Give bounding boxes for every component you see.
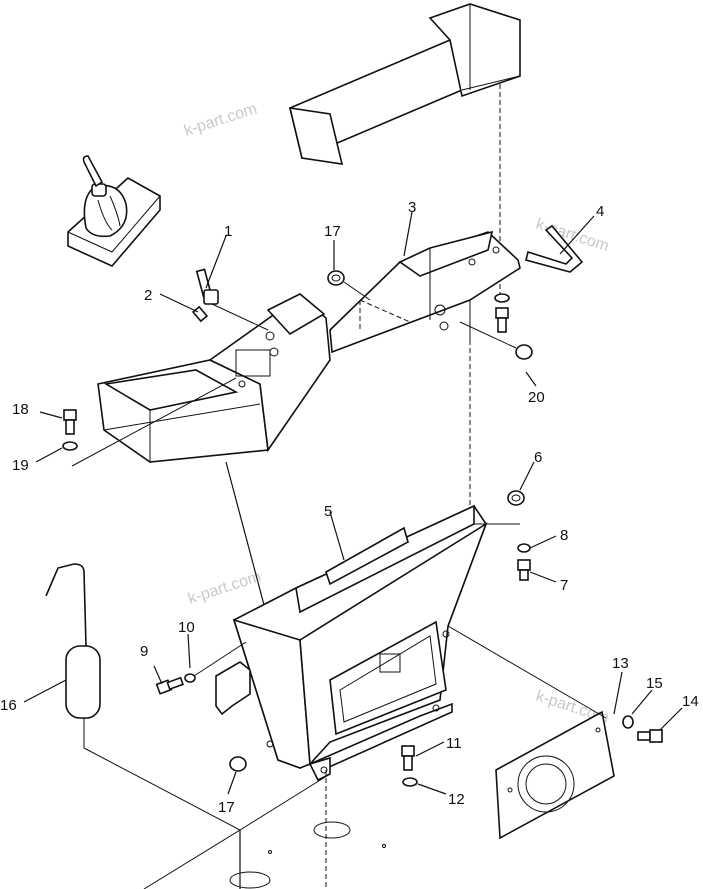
grommet-top: [327, 270, 345, 286]
callout-18: 18: [12, 401, 29, 418]
grommet-6: [507, 490, 525, 506]
callout-17-bottom: 17: [218, 799, 235, 816]
callout-1: 1: [224, 223, 232, 240]
lever-and-pin: [191, 268, 269, 331]
callout-10: 10: [178, 619, 195, 636]
grommet-bottom: [229, 756, 247, 772]
callout-labels: 1 2 3 4 5 6 7 8 9 10 11 12 13 14 15 16 1…: [0, 199, 699, 816]
callout-20: 20: [528, 389, 545, 406]
callout-5: 5: [324, 503, 332, 520]
callout-6: 6: [534, 449, 542, 466]
callout-17-top: 17: [324, 223, 341, 240]
armrest-cushion: [288, 3, 521, 165]
callout-9: 9: [140, 643, 148, 660]
callout-12: 12: [448, 791, 465, 808]
callout-16: 16: [0, 697, 17, 714]
callout-2: 2: [144, 287, 152, 304]
armrest-bolt: [494, 293, 510, 333]
watermark-3: k-part.com: [186, 568, 263, 608]
callout-11: 11: [446, 735, 462, 752]
callout-15: 15: [646, 675, 663, 692]
watermark-1: k-part.com: [182, 100, 259, 140]
callout-14: 14: [682, 693, 699, 710]
cover-plate: [447, 625, 615, 840]
bolt-18-washer-19: [62, 377, 237, 467]
lower-console: [232, 504, 488, 782]
grommet-20: [515, 344, 533, 360]
bolt-9-washer-10: [155, 641, 247, 695]
bolt-11-washer-12: [401, 745, 418, 787]
bolt-14-washer-15: [622, 715, 663, 743]
callout-13: 13: [612, 655, 629, 672]
callout-4: 4: [596, 203, 604, 220]
callout-3: 3: [408, 199, 416, 216]
side-clip: [215, 661, 251, 716]
callout-19: 19: [12, 457, 29, 474]
hook-bracket: [525, 224, 584, 273]
callout-7: 7: [560, 577, 568, 594]
floor-references: [83, 747, 386, 889]
upper-console: [97, 230, 521, 463]
handle-grip: [45, 563, 101, 748]
joystick-housing: [67, 155, 161, 267]
leader-lines: [23, 211, 683, 795]
callout-8: 8: [560, 527, 568, 544]
